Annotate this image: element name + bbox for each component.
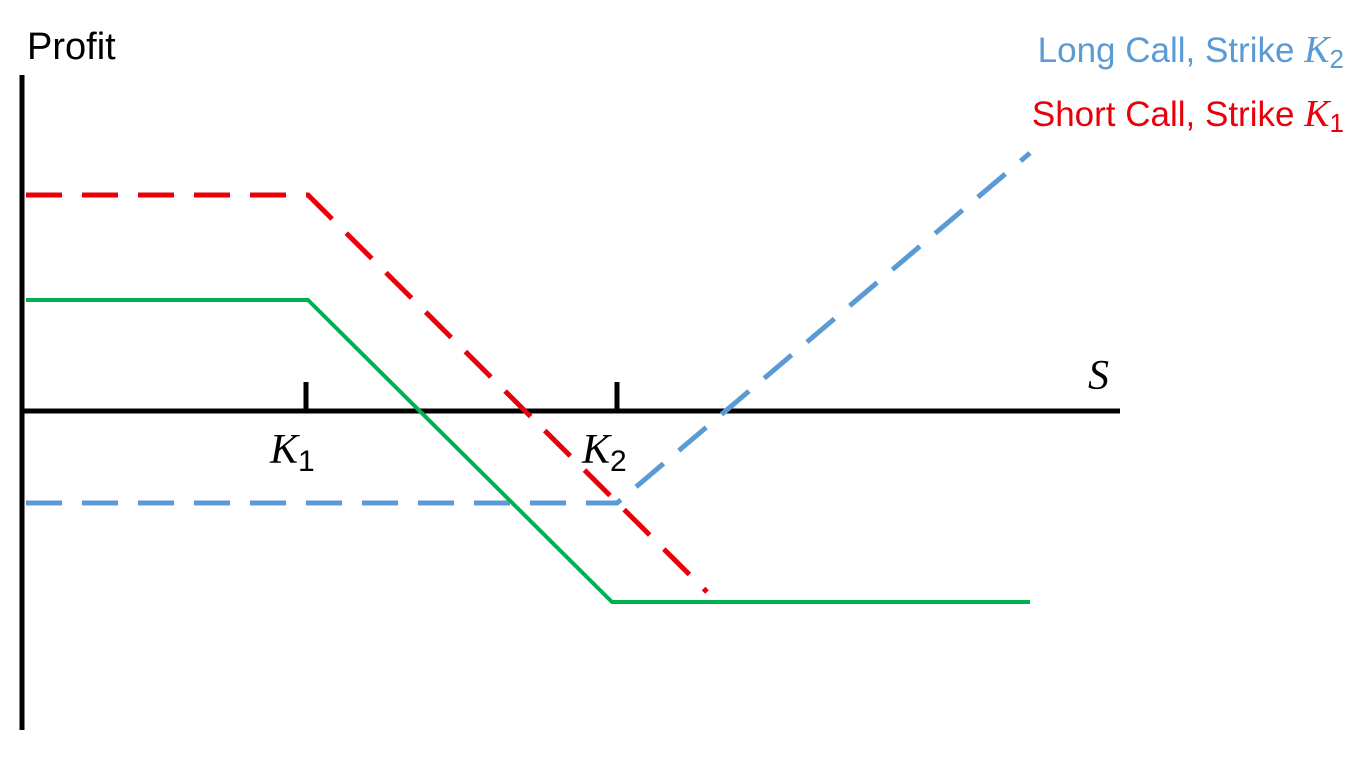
legend-long-call: Long Call, Strike K2 [1038, 28, 1344, 75]
k2-label: K2 [582, 426, 627, 479]
legend-short-call: Short Call, Strike K1 [1032, 92, 1344, 139]
legend-short-call-subscript: 1 [1329, 108, 1344, 138]
legend-long-call-subscript: 2 [1329, 44, 1344, 74]
k1-symbol: K [270, 427, 299, 473]
k2-subscript: 2 [610, 445, 627, 478]
k1-label: K1 [270, 426, 315, 479]
legend-long-call-symbol: K [1304, 29, 1330, 71]
k2-symbol: K [582, 427, 611, 473]
legend-long-call-text: Long Call, Strike [1037, 31, 1305, 70]
legend-short-call-symbol: K [1304, 93, 1330, 135]
bear-spread-line [26, 298, 1030, 604]
short-call-line [26, 192, 709, 594]
legend-short-call-text: Short Call, Strike [1031, 95, 1305, 134]
x-axis-label: S [1088, 353, 1109, 399]
y-axis-label: Profit [27, 26, 116, 68]
long-call-line [26, 151, 1032, 506]
k1-subscript: 1 [298, 445, 315, 478]
